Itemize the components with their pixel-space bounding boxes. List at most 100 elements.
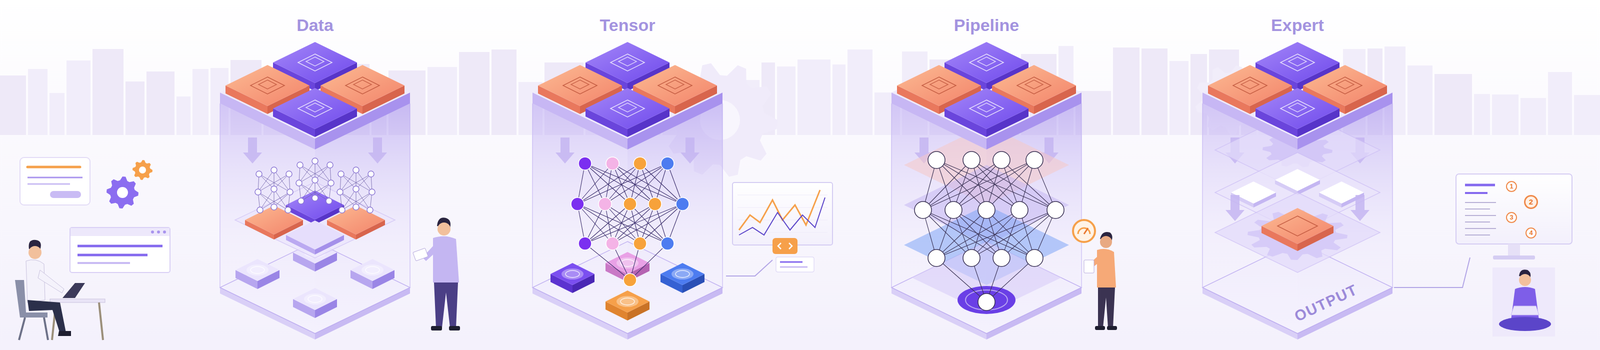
- stack-panel: Tensor: [522, 15, 733, 321]
- network-link: [299, 165, 330, 183]
- device-icon: [666, 80, 684, 89]
- network-link: [340, 174, 371, 192]
- chair-leg: [19, 317, 25, 340]
- network-node: [1047, 201, 1064, 219]
- down-arrow: [1350, 195, 1370, 221]
- network-node: [606, 157, 619, 170]
- stack-panel: Expert: [1192, 15, 1403, 321]
- output-monitor: [1394, 174, 1572, 337]
- network-link: [300, 165, 331, 183]
- pants: [27, 300, 66, 334]
- device-icon: [969, 100, 1004, 117]
- ui-line: [1465, 184, 1495, 187]
- shoe: [1095, 326, 1105, 330]
- network-node: [623, 197, 637, 211]
- skyline-building: [1574, 95, 1600, 135]
- ui-line: [780, 266, 808, 268]
- network-link: [301, 183, 331, 201]
- pants: [1098, 287, 1115, 328]
- device-icon: [977, 57, 996, 66]
- gear-icon: [117, 187, 128, 198]
- stack-heading: Expert: [1192, 15, 1403, 35]
- device-icon: [1017, 77, 1051, 94]
- ui-line: [1465, 202, 1496, 203]
- network-node: [993, 151, 1010, 169]
- gpu-tile: [944, 88, 1029, 129]
- gear-icon: [139, 166, 146, 174]
- left-scene: [15, 157, 170, 340]
- stack-heading: Pipeline: [881, 15, 1092, 35]
- standing-person: [413, 217, 460, 331]
- tablet: [1084, 260, 1094, 273]
- skyline-building: [797, 59, 831, 135]
- chip-icon: [1277, 216, 1318, 236]
- network-node: [328, 180, 334, 186]
- device-icon: [1336, 80, 1354, 89]
- network-node: [312, 177, 318, 183]
- device-icon: [1328, 77, 1362, 94]
- device-icon: [563, 77, 597, 94]
- down-arrow: [1225, 195, 1245, 221]
- chart-monitor: [726, 182, 833, 276]
- shoe: [449, 326, 460, 331]
- skyline-building: [146, 71, 175, 135]
- gpu-tile: [1255, 88, 1340, 129]
- device-icon: [1025, 80, 1043, 89]
- network-link: [640, 204, 683, 244]
- network-node: [286, 171, 292, 177]
- stack-lid: [891, 42, 1082, 150]
- network-node: [1026, 151, 1043, 169]
- skyline-building: [427, 67, 457, 135]
- network-node: [338, 171, 344, 177]
- device-icon: [610, 54, 645, 71]
- skyline-building: [28, 69, 48, 135]
- callout-number: 4: [1525, 227, 1537, 239]
- network-link: [1001, 210, 1056, 258]
- network-node: [285, 207, 291, 213]
- gauge-needle: [1084, 228, 1088, 234]
- gpu-unit: [605, 290, 650, 313]
- gpu-fan: [620, 259, 635, 267]
- network-node: [339, 207, 345, 213]
- network-node: [287, 189, 293, 195]
- ui-line: [77, 262, 130, 264]
- arm: [38, 270, 64, 293]
- device-icon: [298, 54, 332, 71]
- device-icon: [610, 100, 645, 117]
- network-node: [368, 171, 374, 177]
- network-node: [928, 249, 945, 267]
- device-icon: [618, 57, 637, 66]
- device-icon: [298, 100, 332, 117]
- gpu-fan: [675, 270, 690, 278]
- gpu-fan: [620, 298, 635, 305]
- skyline-building: [459, 52, 490, 135]
- gpu-fan: [304, 293, 326, 305]
- network-node: [623, 273, 637, 287]
- gpu-unit: [605, 252, 650, 274]
- network-node: [633, 237, 647, 250]
- browser-dot: [151, 230, 154, 234]
- network-node: [1026, 249, 1043, 267]
- device-icon: [1233, 77, 1267, 94]
- skyline-building: [125, 81, 145, 135]
- gpu-unit: [660, 263, 705, 285]
- network-node: [945, 201, 962, 219]
- monitor-screen: [732, 182, 833, 245]
- skyline-building: [0, 75, 26, 135]
- network-node: [297, 162, 303, 168]
- expert-layer: [1215, 192, 1380, 273]
- gpu-fan: [616, 296, 639, 307]
- layer-label: OUTPUT: [1291, 281, 1360, 325]
- network-link: [986, 210, 1035, 258]
- network-node: [571, 197, 584, 211]
- skyline-building: [847, 49, 873, 135]
- skyline-building: [192, 69, 209, 135]
- grid-line: [737, 195, 828, 196]
- ui-button: [50, 191, 81, 198]
- skyline-building: [1113, 47, 1140, 135]
- gauge-icon: [1073, 220, 1095, 242]
- network-link: [923, 160, 972, 210]
